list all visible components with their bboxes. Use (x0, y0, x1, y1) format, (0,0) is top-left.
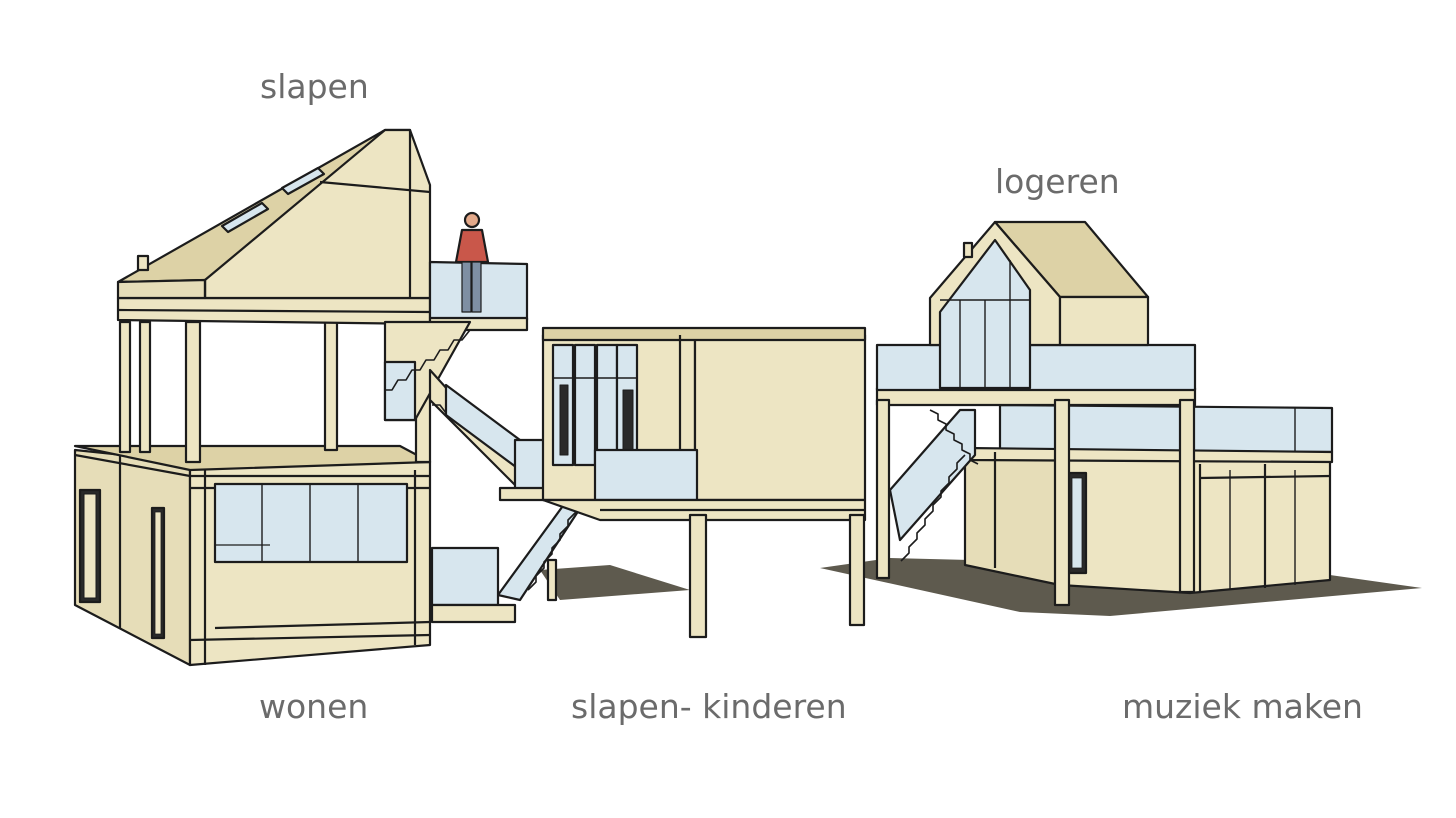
ground-shadow-middle (540, 565, 690, 600)
logeren-side-wall (1058, 295, 1150, 347)
post (875, 398, 891, 580)
label-muziek-maken: muziek maken (1122, 687, 1363, 726)
skylight (280, 166, 326, 196)
chimney (962, 241, 974, 259)
post (1178, 398, 1196, 594)
post (1053, 398, 1071, 607)
staircase-upper (383, 320, 524, 492)
building-logeren-muziek (875, 220, 1334, 607)
label-wonen: wonen (259, 687, 369, 726)
post (184, 320, 202, 464)
lower-landing-glass (430, 546, 500, 607)
label-slapen-kinderen: slapen- kinderen (571, 687, 847, 726)
person-figure (454, 211, 490, 313)
post (118, 320, 132, 454)
kinderen-window (573, 343, 597, 467)
stilt (688, 513, 708, 639)
stair-glass (888, 408, 977, 542)
kinderen-window (595, 343, 619, 467)
post (138, 320, 152, 454)
stair-glass (383, 360, 417, 422)
building-wonen-slapen (73, 128, 529, 667)
muziek-side-wall (963, 446, 1062, 587)
logeren-deck-glass (875, 343, 1197, 392)
kinderen-roof-edge (541, 326, 867, 342)
label-slapen: slapen (260, 67, 369, 106)
kinderen-side-wall (693, 333, 867, 502)
staircase-right (888, 408, 979, 562)
wonen-window (213, 482, 409, 564)
muziek-roof-glass (998, 403, 1334, 454)
label-logeren: logeren (995, 162, 1120, 201)
chimney (136, 254, 150, 272)
skylight (220, 201, 270, 234)
stilt (848, 513, 866, 627)
slapen-side-wall (116, 278, 207, 300)
kinderen-balcony-glass (593, 448, 699, 502)
building-slapen-kinderen (541, 326, 867, 639)
post (323, 320, 339, 452)
